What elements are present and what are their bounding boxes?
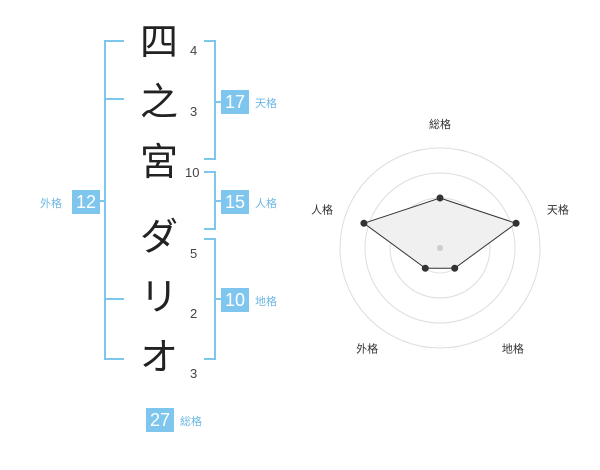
stroke-count-5: 2: [190, 306, 198, 321]
radar-points: [360, 194, 520, 272]
stroke-count-6: 3: [190, 366, 198, 381]
radar-axis-label: 地格: [502, 341, 524, 355]
name-char-2: 之: [139, 80, 178, 124]
radar-axis-label: 天格: [547, 203, 569, 217]
name-char-6: オ: [139, 335, 178, 379]
chikaku-value-badge: 10: [221, 288, 250, 312]
radar-axis-label: 総格: [429, 117, 451, 131]
gaikaku-bracket-tick: [104, 98, 124, 100]
stroke-count-3: 10: [185, 165, 200, 180]
soukaku-value-badge: 27: [146, 408, 175, 432]
stroke-count-1: 4: [190, 43, 198, 58]
gaikaku-connector: [98, 200, 106, 202]
jinkaku-label: 人格: [255, 197, 277, 210]
tenkaku-connector: [214, 101, 222, 103]
radar-point: [436, 194, 444, 202]
tenkaku-bracket: [204, 40, 216, 160]
radar-area: [362, 197, 518, 269]
stroke-count-2: 3: [190, 104, 198, 119]
radar-ring: [339, 147, 541, 349]
stroke-count-4: 5: [190, 246, 198, 261]
radar-center-dot: [437, 245, 443, 251]
chikaku-connector: [214, 298, 222, 300]
gaikaku-bracket-tick: [104, 298, 124, 300]
soukaku-label: 総格: [180, 415, 202, 428]
radar-point: [451, 264, 459, 272]
name-char-1: 四: [139, 20, 178, 64]
gaikaku-value-badge: 12: [72, 190, 101, 214]
radar-axis-label: 人格: [311, 203, 333, 217]
jinkaku-connector: [214, 200, 222, 202]
chikaku-label: 地格: [255, 295, 277, 308]
radar-point: [512, 219, 520, 227]
radar-point: [421, 264, 429, 272]
radar-ring: [364, 172, 516, 324]
name-char-5: リ: [139, 275, 178, 319]
radar-point: [360, 219, 368, 227]
radar-axis-label: 外格: [356, 341, 378, 355]
tenkaku-label: 天格: [255, 97, 277, 110]
tenkaku-value-badge: 17: [221, 90, 250, 114]
name-char-4: ダ: [139, 215, 178, 259]
name-char-3: 宮: [139, 140, 178, 184]
gaikaku-label: 外格: [40, 197, 62, 210]
jinkaku-value-badge: 15: [221, 190, 250, 214]
